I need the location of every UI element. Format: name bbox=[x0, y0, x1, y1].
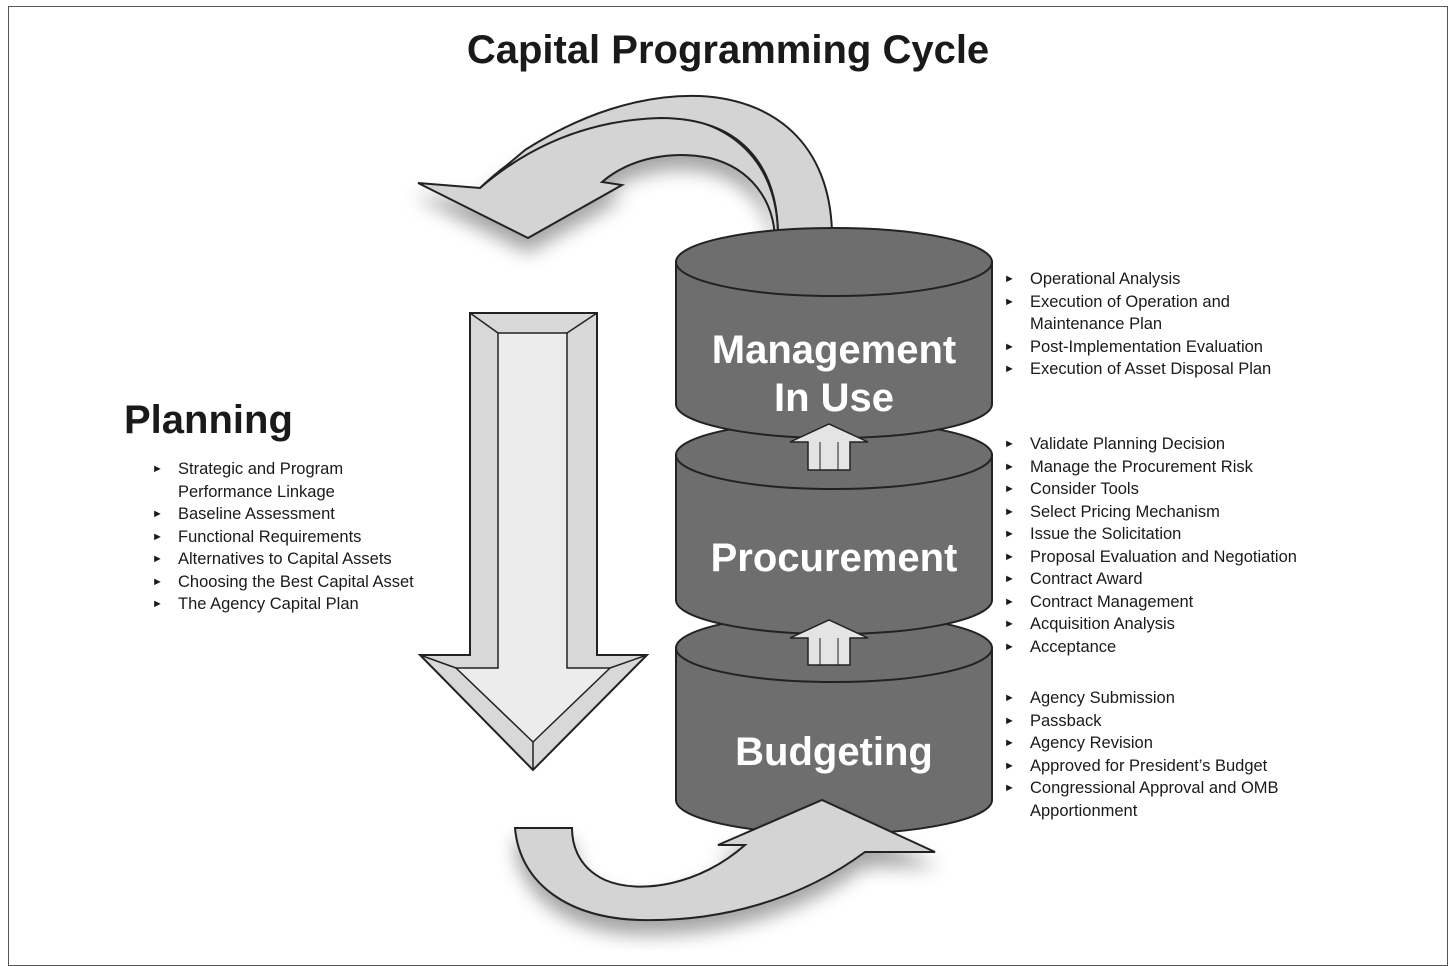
list-item: Acquisition Analysis bbox=[1004, 613, 1344, 636]
procurement-list: Validate Planning Decision Manage the Pr… bbox=[1004, 433, 1344, 658]
list-item: Proposal Evaluation and Negotiation bbox=[1004, 546, 1344, 569]
list-item: Execution of Operation and Maintenance P… bbox=[1004, 291, 1304, 336]
list-item: Consider Tools bbox=[1004, 478, 1344, 501]
list-item: Execution of Asset Disposal Plan bbox=[1004, 358, 1304, 381]
bottom-entry-arrow bbox=[513, 798, 936, 922]
list-item: Select Pricing Mechanism bbox=[1004, 501, 1344, 524]
top-return-arrow bbox=[417, 113, 780, 243]
cylinder-management bbox=[675, 227, 993, 439]
cylinder-procurement bbox=[675, 420, 993, 635]
planning-heading: Planning bbox=[124, 398, 293, 442]
list-item: The Agency Capital Plan bbox=[152, 593, 462, 616]
list-item: Functional Requirements bbox=[152, 526, 462, 549]
list-item: Agency Revision bbox=[1004, 732, 1324, 755]
planning-list: Strategic and Program Performance Linkag… bbox=[152, 458, 462, 616]
list-item: Baseline Assessment bbox=[152, 503, 462, 526]
list-item: Manage the Procurement Risk bbox=[1004, 456, 1344, 479]
top-return-arrow-stem bbox=[479, 94, 834, 244]
list-item: Issue the Solicitation bbox=[1004, 523, 1344, 546]
list-item: Agency Submission bbox=[1004, 687, 1324, 710]
list-item: Operational Analysis bbox=[1004, 268, 1304, 291]
budgeting-label: Budgeting bbox=[735, 730, 933, 774]
list-item: Choosing the Best Capital Asset bbox=[152, 571, 462, 594]
list-item: Alternatives to Capital Assets bbox=[152, 548, 462, 571]
list-item: Passback bbox=[1004, 710, 1324, 733]
list-item: Contract Award bbox=[1004, 568, 1344, 591]
management-label: Management In Use bbox=[676, 326, 992, 422]
planning-down-arrow bbox=[417, 312, 650, 772]
list-item: Congressional Approval and OMB Apportion… bbox=[1004, 777, 1324, 822]
up-arrow-procurement-to-management bbox=[789, 423, 869, 471]
management-label-line2: In Use bbox=[773, 376, 895, 420]
list-item: Validate Planning Decision bbox=[1004, 433, 1344, 456]
up-arrow-budgeting-to-procurement bbox=[789, 619, 869, 666]
list-item: Acceptance bbox=[1004, 636, 1344, 659]
diagram-title: Capital Programming Cycle bbox=[466, 28, 990, 72]
list-item: Approved for President’s Budget bbox=[1004, 755, 1324, 778]
management-label-line1: Management bbox=[711, 328, 957, 372]
management-list: Operational Analysis Execution of Operat… bbox=[1004, 268, 1304, 381]
procurement-label: Procurement bbox=[710, 536, 958, 580]
list-item: Post-Implementation Evaluation bbox=[1004, 336, 1304, 359]
list-item: Strategic and Program Performance Linkag… bbox=[152, 458, 462, 503]
budgeting-list: Agency Submission Passback Agency Revisi… bbox=[1004, 687, 1324, 822]
list-item: Contract Management bbox=[1004, 591, 1344, 614]
